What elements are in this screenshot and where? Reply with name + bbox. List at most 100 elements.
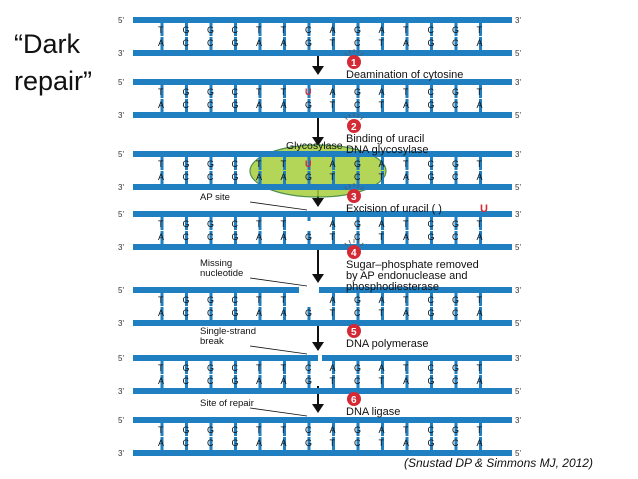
step-description: Deamination of cytosine [346, 69, 463, 81]
base-letter: T [379, 232, 385, 242]
base-letter: A [403, 308, 409, 318]
base-letter: A [158, 232, 164, 242]
base-letter: T [379, 38, 385, 48]
base-letter: C [428, 87, 435, 97]
base-letter: C [232, 87, 239, 97]
base-letter: T [330, 100, 336, 110]
base-letter: G [207, 295, 214, 305]
base-letter: C [232, 425, 239, 435]
base-letter: T [256, 363, 262, 373]
reaction-arrowhead-6 [312, 404, 324, 413]
base-letter: T [158, 25, 164, 35]
base-letter: G [452, 295, 459, 305]
glycosylase-label: Glycosylase [286, 140, 343, 152]
base-letter: C [183, 232, 190, 242]
base-letter: C [305, 363, 312, 373]
step-description: phosphodiesterase [346, 281, 439, 293]
base-letter: G [305, 232, 312, 242]
strand-5-prime-label: 5' [118, 286, 124, 295]
base-letter: C [354, 232, 361, 242]
base-letter: G [428, 38, 435, 48]
step-description: DNA glycosylase [346, 144, 429, 156]
base-letter: T [158, 87, 164, 97]
base-letter: C [207, 100, 214, 110]
base-letter: A [281, 308, 287, 318]
base-letter: A [256, 172, 262, 182]
base-letter: C [354, 376, 361, 386]
base-letter: A [256, 438, 262, 448]
uracil-base: U [305, 159, 312, 169]
base-letter: A [256, 376, 262, 386]
base-letter: C [207, 38, 214, 48]
base-letter: C [305, 425, 312, 435]
callout-label: break [200, 336, 224, 347]
base-letter: A [379, 87, 385, 97]
base-letter: C [428, 425, 435, 435]
base-letter: A [158, 38, 164, 48]
base-letter: C [207, 232, 214, 242]
callout-leader [250, 278, 307, 286]
strand-5-prime-label: 5' [515, 387, 521, 396]
base-letter: G [428, 172, 435, 182]
step-number: 1 [351, 58, 357, 69]
base-letter: T [403, 159, 409, 169]
base-letter: C [183, 100, 190, 110]
base-letter: G [232, 172, 239, 182]
base-letter: A [256, 308, 262, 318]
base-letter: C [354, 172, 361, 182]
strand-5-prime-label: 5' [118, 354, 124, 363]
base-letter: T [403, 25, 409, 35]
base-letter: A [403, 376, 409, 386]
base-letter: C [428, 159, 435, 169]
base-letter: C [452, 38, 459, 48]
strand-5-prime-label: 5' [515, 243, 521, 252]
base-letter: G [428, 376, 435, 386]
base-letter: T [403, 363, 409, 373]
base-letter: T [477, 159, 483, 169]
base-letter: A [403, 172, 409, 182]
base-letter: G [354, 425, 361, 435]
base-letter: C [452, 232, 459, 242]
base-letter: C [428, 295, 435, 305]
base-letter: G [183, 295, 190, 305]
step-description: DNA polymerase [346, 338, 429, 350]
base-letter: G [305, 438, 312, 448]
base-letter: G [305, 100, 312, 110]
step-number: 5 [351, 327, 357, 338]
callout-label: Site of repair [200, 398, 254, 409]
base-letter: C [232, 159, 239, 169]
base-letter: G [305, 376, 312, 386]
base-letter: C [232, 295, 239, 305]
base-letter: A [477, 172, 483, 182]
step-number: 4 [351, 248, 357, 259]
base-letter: T [330, 438, 336, 448]
base-letter: T [158, 363, 164, 373]
base-letter: C [183, 376, 190, 386]
base-letter: G [232, 438, 239, 448]
strand-3-prime-label: 3' [118, 49, 124, 58]
base-letter: T [330, 376, 336, 386]
base-letter: T [256, 87, 262, 97]
base-letter: C [452, 438, 459, 448]
base-letter: G [183, 87, 190, 97]
strand-5-prime-label: 5' [515, 183, 521, 192]
base-letter: A [256, 38, 262, 48]
base-letter: C [232, 219, 239, 229]
base-letter: T [281, 425, 287, 435]
strand-5-prime-label: 5' [118, 150, 124, 159]
base-letter: T [403, 219, 409, 229]
base-letter: G [232, 38, 239, 48]
base-letter: T [256, 219, 262, 229]
base-letter: A [330, 25, 336, 35]
base-letter: A [477, 232, 483, 242]
base-letter: T [477, 295, 483, 305]
callout-label: AP site [200, 192, 230, 203]
base-letter: A [330, 425, 336, 435]
base-letter: T [330, 172, 336, 182]
base-letter: C [428, 25, 435, 35]
base-letter: T [281, 363, 287, 373]
strand-3-prime-label: 3' [515, 286, 521, 295]
base-letter: T [379, 172, 385, 182]
step-description: Excision of uracil ( ) [346, 203, 442, 215]
sparkle-mark [349, 240, 351, 244]
